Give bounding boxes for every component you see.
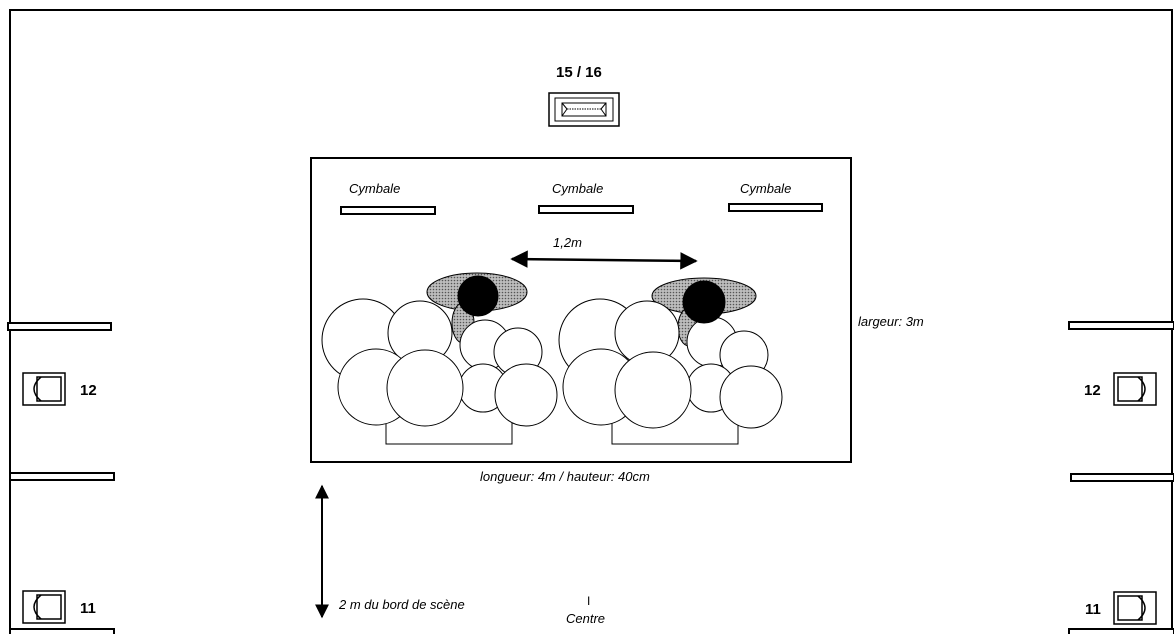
cymbal-bar	[728, 203, 823, 212]
side-bar	[1068, 628, 1174, 634]
spacing-label: 1,2m	[553, 235, 582, 250]
monitor-number: 11	[80, 600, 96, 617]
centre-label: Centre	[566, 611, 606, 626]
side-bar	[1070, 473, 1174, 482]
cymbal-bar	[340, 206, 436, 215]
room-outline	[9, 9, 1173, 630]
distance-label: 2 m du bord de scène	[339, 597, 465, 612]
wedge-monitor-icon	[1113, 372, 1157, 406]
cymbal-bar	[538, 205, 634, 214]
cymbal-label: Cymbale	[552, 181, 604, 196]
spacing-arrow	[510, 250, 698, 270]
side-bar	[9, 472, 115, 481]
stage-width-label: largeur: 3m	[858, 314, 924, 329]
centre-mark: I	[587, 594, 591, 608]
wedge-monitor-icon	[22, 590, 66, 624]
side-bar	[7, 322, 112, 331]
drum-fill-monitor-icon	[548, 92, 620, 127]
cymbal-label: Cymbale	[349, 181, 401, 196]
drum-kit-icon	[321, 272, 558, 445]
monitor-number: 12	[80, 382, 97, 399]
drum-kit-icon	[558, 277, 783, 445]
monitor-number: 12	[1084, 382, 1101, 399]
wedge-monitor-icon	[1113, 591, 1157, 625]
wedge-monitor-icon	[22, 372, 66, 406]
monitor-number: 11	[1085, 601, 1101, 618]
cymbal-label: Cymbale	[740, 181, 792, 196]
stage-size-label: longueur: 4m / hauteur: 40cm	[480, 469, 650, 484]
fill-monitor-label: 15 / 16	[556, 64, 602, 81]
side-bar	[9, 628, 115, 634]
side-bar	[1068, 321, 1174, 330]
